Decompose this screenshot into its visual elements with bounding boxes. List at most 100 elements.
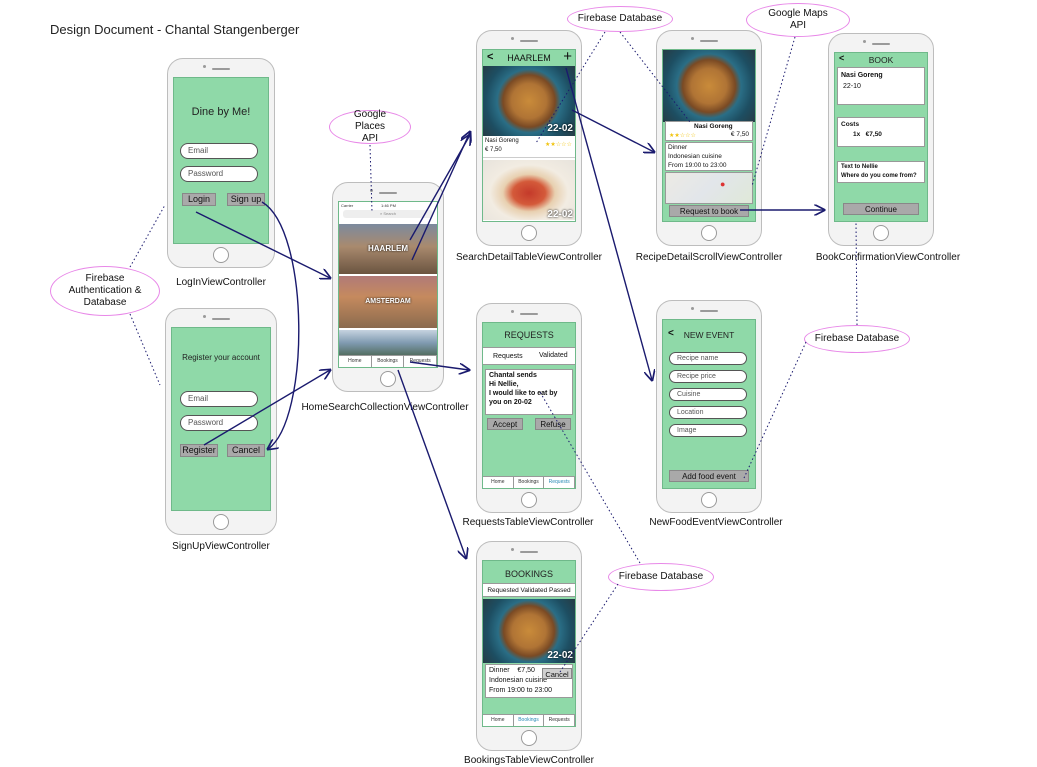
segment-validated[interactable]: Validated	[539, 352, 568, 359]
new-event-caption: NewFoodEventViewController	[649, 517, 783, 528]
tab-bookings[interactable]: Bookings	[514, 715, 545, 726]
book-message-box[interactable]: Text to Nellie Where do you come from?	[837, 161, 925, 183]
city-label-haarlem: HAARLEM	[368, 244, 408, 253]
login-password-field[interactable]: Password	[180, 166, 258, 182]
rating-stars: ★★☆☆☆	[545, 142, 572, 148]
booking-image[interactable]: 22-02	[483, 599, 575, 663]
booking-cancel-button[interactable]: Cancel	[542, 668, 572, 679]
home-hardware-button	[701, 225, 717, 241]
city-cell-3[interactable]	[339, 330, 437, 356]
book-text-to: Text to Nellie	[841, 164, 878, 170]
request-to-book-button[interactable]: Request to book	[669, 205, 749, 217]
cuisine-field[interactable]: Cuisine	[669, 388, 747, 401]
new-event-screen: < NEW EVENT Recipe name Recipe price Cui…	[662, 319, 756, 489]
login-button[interactable]: Login	[182, 193, 216, 206]
recipe-detail-screen: Nasi Goreng ★★☆☆☆ € 7,50 Dinner Indonesi…	[662, 49, 756, 222]
signup-password-field[interactable]: Password	[180, 415, 258, 431]
signup-button[interactable]: Sign up	[227, 193, 265, 206]
book-question: Where do you come from?	[841, 173, 917, 179]
recipe-price-field[interactable]: Recipe price	[669, 370, 747, 383]
tab-home[interactable]: Home	[339, 356, 372, 367]
tab-bookings[interactable]: Bookings	[372, 356, 405, 367]
bookings-phone: BOOKINGS Requested Validated Passed 22-0…	[476, 541, 582, 751]
search-detail-screen: < HAARLEM + 22-02 Nasi Goreng € 7,50 ★★☆…	[482, 49, 576, 222]
segment-requests[interactable]: Requests	[493, 353, 523, 360]
city-cell-haarlem[interactable]: HAARLEM	[339, 224, 437, 274]
image-field[interactable]: Image	[669, 424, 747, 437]
book-phone: < BOOK Nasi Goreng 22-10 Costs 1x €7,50 …	[828, 33, 934, 246]
location-field[interactable]: Location	[669, 406, 747, 419]
recipe-image-2[interactable]: 22-02	[483, 160, 575, 220]
home-hardware-button	[701, 492, 717, 508]
dotted-auth-to-login	[129, 204, 166, 268]
recipe-detail-cuisine: Indonesian cuisine	[668, 153, 722, 160]
search-detail-caption: SearchDetailTableViewController	[455, 252, 603, 263]
plus-icon[interactable]: +	[563, 49, 572, 65]
home-hardware-button	[873, 225, 889, 241]
login-phone: Dine by Me! Email Password Login Sign up	[167, 58, 275, 268]
tab-requests[interactable]: Requests	[544, 477, 575, 488]
home-hardware-button	[521, 225, 537, 241]
requests-title: REQUESTS	[504, 330, 554, 340]
continue-button[interactable]: Continue	[843, 203, 919, 215]
recipe-detail-price: € 7,50	[730, 131, 749, 138]
bubble-firebase-db-3: Firebase Database	[608, 563, 714, 591]
city-cell-amsterdam[interactable]: AMSTERDAM	[339, 276, 437, 328]
book-date: 22-10	[843, 83, 861, 90]
search-detail-header: < HAARLEM +	[483, 50, 575, 66]
home-hardware-button	[380, 371, 396, 387]
tab-home[interactable]: Home	[483, 715, 514, 726]
bookings-caption: BookingsTableViewController	[464, 755, 594, 766]
requests-segment: Requests Validated	[483, 347, 575, 365]
request-body-1: I would like to eat by	[489, 390, 558, 397]
status-carrier: Carrier	[341, 203, 354, 208]
map-view[interactable]: ●	[665, 172, 753, 204]
recipe-image-1[interactable]: 22-02	[483, 66, 575, 136]
back-icon[interactable]: <	[839, 53, 845, 63]
tab-requests[interactable]: Requests	[544, 715, 575, 726]
register-button[interactable]: Register	[180, 444, 218, 457]
signup-email-field[interactable]: Email	[180, 391, 258, 407]
recipe-detail-meal: Dinner	[668, 144, 688, 151]
login-email-field[interactable]: Email	[180, 143, 258, 159]
bookings-segment[interactable]: Requested Validated Passed	[483, 583, 575, 597]
back-icon[interactable]: <	[668, 328, 674, 339]
tab-home[interactable]: Home	[483, 477, 514, 488]
recipe-info-row[interactable]: Nasi Goreng € 7,50 ★★☆☆☆	[483, 136, 575, 158]
bubble-firebase-auth: Firebase Authentication & Database	[50, 266, 160, 316]
refuse-button[interactable]: Refuse	[535, 418, 571, 430]
recipe-name-field[interactable]: Recipe name	[669, 352, 747, 365]
add-food-event-button[interactable]: Add food event	[669, 470, 749, 482]
signup-cancel-button[interactable]: Cancel	[227, 444, 265, 457]
booking-time: From 19:00 to 23:00	[489, 687, 553, 694]
request-body-2: you on 20-02	[489, 399, 532, 406]
search-icon: ⌕	[379, 211, 384, 216]
home-hardware-button	[213, 514, 229, 530]
booking-date: 22-02	[547, 650, 573, 661]
book-screen: < BOOK Nasi Goreng 22-10 Costs 1x €7,50 …	[834, 52, 928, 222]
request-sender: Chantal sends	[489, 372, 537, 379]
home-hardware-button	[521, 492, 537, 508]
new-event-phone: < NEW EVENT Recipe name Recipe price Cui…	[656, 300, 762, 513]
tab-bookings[interactable]: Bookings	[514, 477, 545, 488]
back-icon[interactable]: <	[487, 51, 494, 63]
bubble-google-places: Google Places API	[329, 109, 411, 144]
search-bar[interactable]: ⌕ Search	[343, 210, 433, 218]
bubble-firebase-db-1: Firebase Database	[567, 6, 673, 32]
city-label-amsterdam: AMSTERDAM	[365, 298, 411, 305]
book-dish: Nasi Goreng	[841, 72, 883, 79]
accept-button[interactable]: Accept	[487, 418, 523, 430]
bubble-firebase-db-2: Firebase Database	[804, 325, 910, 353]
status-bar: Carrier 1:46 PM	[339, 202, 437, 209]
login-screen: Dine by Me! Email Password Login Sign up	[173, 77, 269, 244]
signup-screen: Register your account Email Password Reg…	[171, 327, 271, 511]
booking-meal: Dinner	[489, 667, 510, 674]
home-hardware-button	[213, 247, 229, 263]
search-detail-phone: < HAARLEM + 22-02 Nasi Goreng € 7,50 ★★☆…	[476, 30, 582, 246]
requests-screen: REQUESTS Requests Validated Chantal send…	[482, 322, 576, 489]
login-caption: LogInViewController	[176, 277, 266, 288]
book-qty: 1x	[853, 131, 861, 138]
arrow-home-to-bookings	[397, 369, 466, 558]
signup-phone: Register your account Email Password Reg…	[165, 308, 277, 535]
tab-requests[interactable]: Requests	[404, 356, 437, 367]
